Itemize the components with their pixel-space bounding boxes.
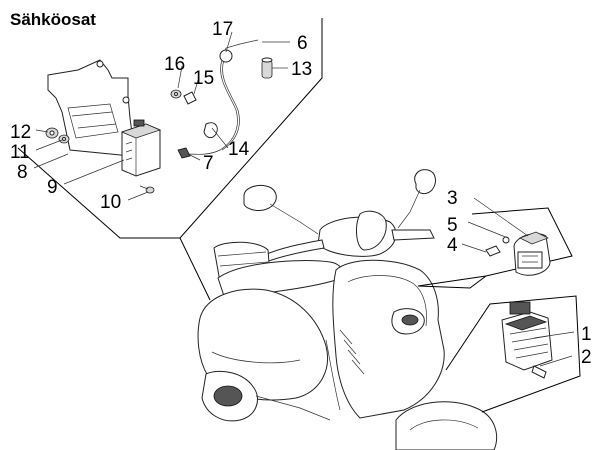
callout-16: 16 (164, 54, 185, 75)
callout-13: 13 (291, 59, 312, 80)
callout-10: 10 (100, 192, 121, 213)
exploded-panel-regulator-small (417, 207, 573, 289)
callout-9: 9 (47, 177, 58, 198)
callout-1: 1 (581, 324, 592, 345)
callout-7: 7 (203, 153, 214, 174)
leader-lines (33, 31, 575, 367)
exploded-panel-regulator-large (445, 295, 581, 413)
callout-8: 8 (17, 162, 28, 183)
sensor-cable (177, 39, 273, 159)
callout-17: 17 (212, 19, 233, 40)
callout-12: 12 (10, 122, 31, 143)
callout-4: 4 (447, 235, 458, 256)
callout-labels: 1 2 3 4 5 6 7 8 9 10 11 12 13 14 15 16 1… (10, 19, 592, 368)
exploded-panel-ecu (17, 18, 323, 301)
callout-11: 11 (10, 142, 30, 163)
ecu-bracket (47, 59, 135, 157)
callout-14: 14 (228, 139, 250, 160)
callout-6: 6 (297, 33, 308, 54)
scooter-illustration (197, 169, 498, 450)
ecu-unit (120, 119, 162, 177)
callout-2: 2 (581, 347, 592, 368)
callout-3: 3 (447, 188, 458, 209)
diagram-title: Sähköosat (10, 10, 96, 29)
callout-15: 15 (193, 68, 214, 89)
callout-5: 5 (447, 215, 458, 236)
hardware-small (45, 89, 197, 194)
